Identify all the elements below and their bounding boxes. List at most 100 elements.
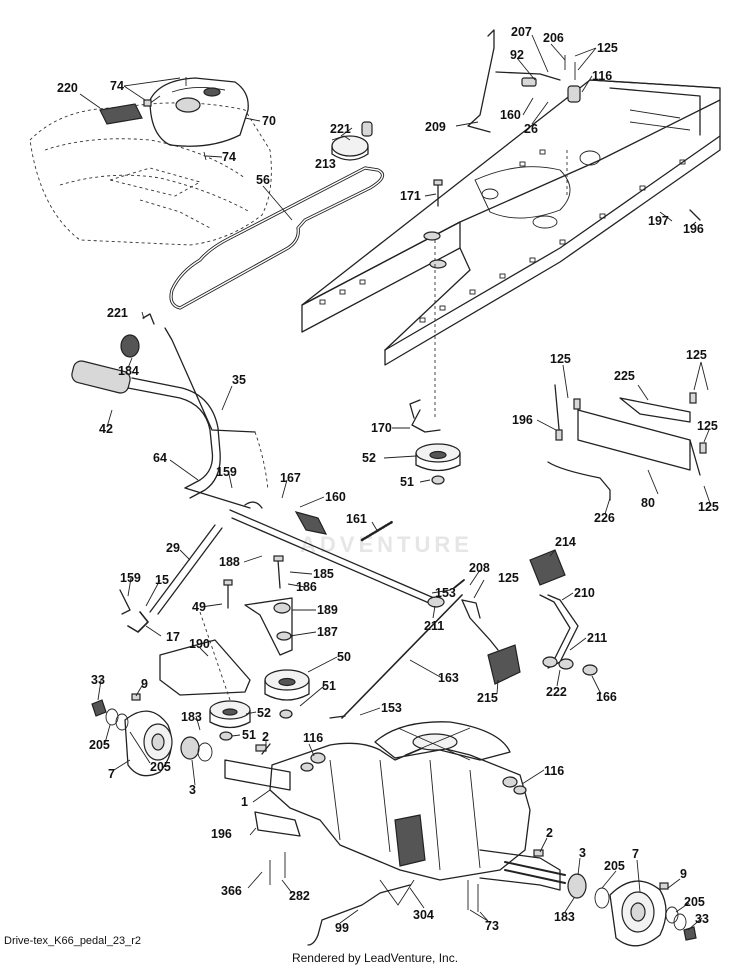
label-171: 171	[400, 189, 421, 203]
label-185: 185	[313, 567, 334, 581]
decal-220	[99, 103, 143, 125]
label-33: 33	[91, 673, 105, 687]
label-208: 208	[469, 561, 490, 575]
part-labels: 220 74 70 74 221 213 56 209 92 207 206 1…	[57, 25, 719, 935]
label-74: 74	[110, 79, 124, 93]
label-196: 196	[683, 222, 704, 236]
label-196: 196	[211, 827, 232, 841]
label-170: 170	[371, 421, 392, 435]
footer-credit: Rendered by LeadVenture, Inc.	[291, 951, 459, 965]
label-17: 17	[166, 630, 180, 644]
label-213: 213	[315, 157, 336, 171]
label-26: 26	[524, 122, 538, 136]
label-166: 166	[596, 690, 617, 704]
label-3: 3	[579, 846, 586, 860]
label-64: 64	[153, 451, 167, 465]
seat-pan	[149, 77, 249, 147]
label-221: 221	[330, 122, 351, 136]
label-196: 196	[512, 413, 533, 427]
label-159: 159	[120, 571, 141, 585]
label-29: 29	[166, 541, 180, 555]
label-220: 220	[57, 81, 78, 95]
label-184: 184	[118, 364, 139, 378]
label-74: 74	[222, 150, 236, 164]
diagram-id: Drive-tex_K66_pedal_23_r2	[4, 935, 141, 947]
label-206: 206	[543, 31, 564, 45]
label-225: 225	[614, 369, 635, 383]
label-125: 125	[697, 419, 718, 433]
label-15: 15	[155, 573, 169, 587]
label-33: 33	[695, 912, 709, 926]
label-160: 160	[325, 490, 346, 504]
label-9: 9	[141, 677, 148, 691]
label-3: 3	[189, 783, 196, 797]
label-9: 9	[680, 867, 687, 881]
label-205: 205	[89, 738, 110, 752]
label-189: 189	[317, 603, 338, 617]
label-73: 73	[485, 919, 499, 933]
control-cable	[120, 313, 269, 491]
label-51: 51	[400, 475, 414, 489]
label-183: 183	[554, 910, 575, 924]
label-226: 226	[594, 511, 615, 525]
label-214: 214	[555, 535, 576, 549]
label-50: 50	[337, 650, 351, 664]
label-190: 190	[189, 637, 210, 651]
pulley-50	[264, 669, 310, 719]
label-222: 222	[546, 685, 567, 699]
label-207: 207	[511, 25, 532, 39]
label-187: 187	[317, 625, 338, 639]
label-49: 49	[192, 600, 206, 614]
knob-213	[331, 121, 373, 161]
label-2: 2	[262, 730, 269, 744]
label-125: 125	[686, 348, 707, 362]
lift-rod	[467, 29, 581, 133]
leader-lines	[79, 34, 712, 931]
cross-shaft	[149, 501, 445, 615]
label-186: 186	[296, 580, 317, 594]
label-92: 92	[510, 48, 524, 62]
drive-belt	[169, 166, 385, 310]
label-70: 70	[262, 114, 276, 128]
label-51: 51	[322, 679, 336, 693]
left-wheel-hub	[91, 693, 213, 777]
right-wheel-hub	[567, 873, 697, 947]
label-125: 125	[550, 352, 571, 366]
label-205: 205	[684, 895, 705, 909]
label-167: 167	[280, 471, 301, 485]
label-282: 282	[289, 889, 310, 903]
label-2: 2	[546, 826, 553, 840]
label-7: 7	[108, 767, 115, 781]
transaxle	[224, 721, 566, 946]
label-80: 80	[641, 496, 655, 510]
label-7: 7	[632, 847, 639, 861]
label-116: 116	[303, 731, 323, 745]
label-160: 160	[500, 108, 521, 122]
label-99: 99	[335, 921, 349, 935]
label-188: 188	[219, 555, 240, 569]
fender-outline	[29, 102, 272, 246]
label-205: 205	[604, 859, 625, 873]
label-209: 209	[425, 120, 446, 134]
label-163: 163	[438, 671, 459, 685]
label-210: 210	[574, 586, 595, 600]
label-125: 125	[498, 571, 519, 585]
label-211: 211	[424, 619, 444, 633]
label-221: 221	[107, 306, 128, 320]
label-159: 159	[216, 465, 237, 479]
idler-bracket	[159, 597, 293, 701]
label-304: 304	[413, 908, 434, 922]
label-153: 153	[435, 586, 456, 600]
pulley-52-lower	[209, 700, 251, 741]
label-51: 51	[242, 728, 256, 742]
label-197: 197	[648, 214, 669, 228]
idler-pulley-upper	[411, 409, 461, 485]
label-215: 215	[477, 691, 498, 705]
label-366: 366	[221, 884, 242, 898]
label-116: 116	[592, 69, 612, 83]
label-56: 56	[256, 173, 270, 187]
label-161: 161	[346, 512, 367, 526]
label-42: 42	[99, 422, 113, 436]
small-hardware	[119, 77, 701, 755]
label-52: 52	[362, 451, 376, 465]
